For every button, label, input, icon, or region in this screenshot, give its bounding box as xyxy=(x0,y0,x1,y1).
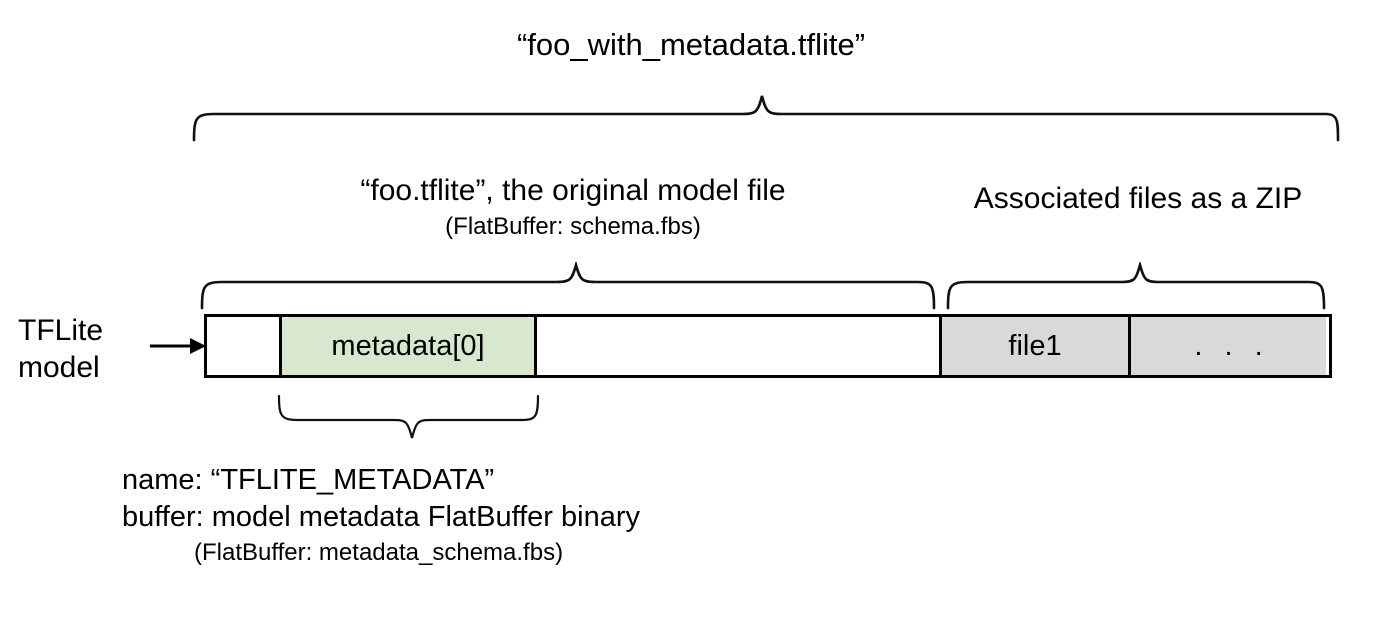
brace-metadata-detail xyxy=(277,394,540,439)
brace-associated-files xyxy=(946,262,1326,310)
segment-more-label: . . . xyxy=(1194,329,1270,362)
metadata-schema-line: (FlatBuffer: metadata_schema.fbs) xyxy=(194,539,564,566)
segment-metadata: metadata[0] xyxy=(279,317,537,375)
page-title: “foo_with_metadata.tflite” xyxy=(516,27,866,62)
metadata-notes: name: “TFLITE_METADATA” buffer: model me… xyxy=(122,462,882,569)
segment-empty-middle xyxy=(537,317,939,375)
model-file-sublabel: (FlatBuffer: schema.fbs) xyxy=(445,213,701,240)
brace-original-model-file xyxy=(200,262,936,310)
brace-whole-file xyxy=(192,95,1340,142)
segment-empty-left xyxy=(207,317,279,375)
tflite-model-label: TFLite model xyxy=(18,312,168,386)
model-file-label: “foo.tflite”, the original model file xyxy=(360,174,786,207)
tflite-model-label-line1: TFLite xyxy=(18,314,104,347)
tflite-model-bar: metadata[0] file1 . . . xyxy=(204,314,1332,378)
metadata-name-line: name: “TFLITE_METADATA” xyxy=(122,464,495,496)
associated-files-label: Associated files as a ZIP xyxy=(973,182,1303,215)
tflite-model-label-line2: model xyxy=(18,351,100,384)
arrow-right-icon xyxy=(150,338,206,354)
segment-file1: file1 xyxy=(939,317,1131,375)
metadata-buffer-line: buffer: model metadata FlatBuffer binary xyxy=(122,501,640,533)
